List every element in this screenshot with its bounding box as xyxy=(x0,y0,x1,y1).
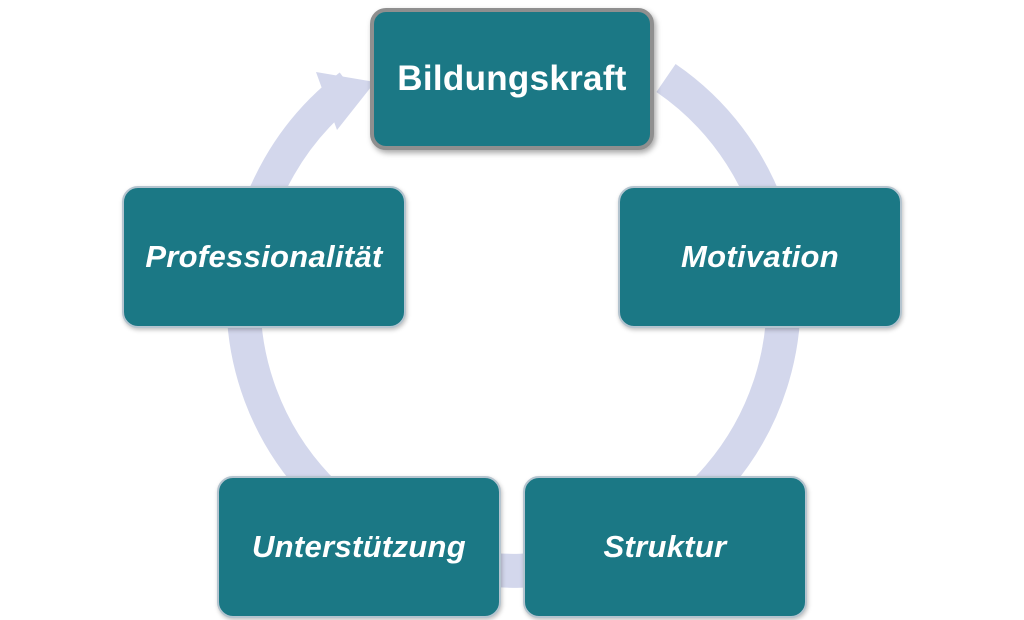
node-professionalitaet: Professionalität xyxy=(122,186,406,328)
node-struktur: Struktur xyxy=(523,476,807,618)
cycle-arrowhead xyxy=(316,72,375,130)
node-motivation: Motivation xyxy=(618,186,902,328)
node-bildungskraft: Bildungskraft xyxy=(370,8,654,150)
node-unterstuetzung: Unterstützung xyxy=(217,476,501,618)
